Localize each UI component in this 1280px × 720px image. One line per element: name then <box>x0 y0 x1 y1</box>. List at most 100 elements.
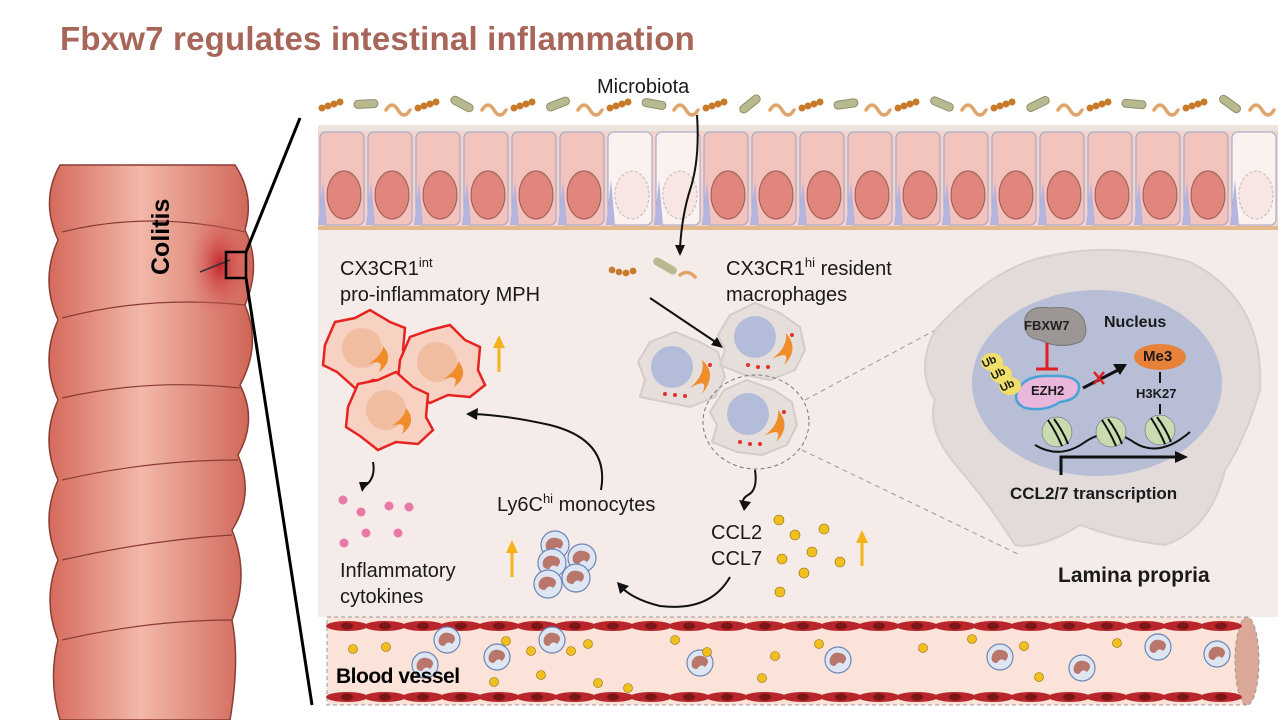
chemokine-dot <box>818 523 830 535</box>
chemokine-dot <box>536 670 546 680</box>
coccus-bacterium <box>510 104 518 112</box>
cell-nucleus <box>1046 170 1082 220</box>
chemokine-dot <box>1112 638 1122 648</box>
h3k27-label: H3K27 <box>1136 386 1177 401</box>
ezh2-label: EZH2 <box>1031 383 1065 398</box>
chemokines-label: CCL2 CCL7 <box>711 522 763 570</box>
cytokine-dots <box>338 495 414 548</box>
chemokine-dot <box>1034 672 1044 682</box>
rod-bacterium <box>450 95 474 113</box>
colon-illustration <box>48 164 255 720</box>
spiral-bacterium <box>1056 103 1084 117</box>
chemokine-dot <box>702 647 712 657</box>
microbiota-arrow <box>679 114 699 249</box>
chemokine-dot <box>670 635 680 645</box>
chemokine-dot <box>773 514 785 526</box>
cell-nucleus <box>758 170 794 220</box>
rod-bacterium <box>1026 95 1050 113</box>
chemokine-dot <box>489 677 499 687</box>
cell-nucleus <box>998 170 1034 220</box>
spiral-bacterium <box>864 103 892 117</box>
chemokine-dot <box>774 586 786 598</box>
coccus-bacterium <box>990 104 998 112</box>
ezh2-protein <box>1014 374 1081 411</box>
coccus-bacterium <box>318 104 326 112</box>
chemokine-dot <box>593 678 603 688</box>
chemokine-dot <box>918 643 928 653</box>
me3-mark <box>1134 344 1186 370</box>
up-arrow-pro-inflammatory <box>493 335 505 372</box>
colitis-label: Colitis <box>147 198 175 275</box>
transcription-label: CCL2/7 transcription <box>1010 484 1178 503</box>
cell-nucleus <box>902 170 938 220</box>
cell-nucleus <box>710 170 746 220</box>
epithelium-layer <box>318 125 1278 230</box>
spiral-bacterium <box>480 103 508 117</box>
chemokine-dot <box>381 642 391 652</box>
translocated-bacteria <box>608 257 697 279</box>
chemokine-dot <box>770 651 780 661</box>
cell-nucleus <box>614 170 650 220</box>
blood-vessel-label: Blood vessel <box>336 665 460 688</box>
coccus-bacterium <box>1086 104 1094 112</box>
pro-inflammatory-mph-label: CX3CR1int pro-inflammatory MPH <box>340 255 541 306</box>
microbiota-layer <box>318 94 1276 117</box>
rod-bacterium <box>739 94 761 114</box>
ubiquitin-chain <box>981 353 1021 395</box>
chemokine-dot <box>814 639 824 649</box>
cell-nucleus <box>374 170 410 220</box>
coccus-bacterium <box>894 104 902 112</box>
cell-nucleus <box>1238 170 1274 220</box>
coccus-bacterium <box>1182 104 1190 112</box>
chemokine-dot <box>501 636 511 646</box>
spiral-bacterium <box>384 103 412 117</box>
rod-bacterium <box>930 96 954 112</box>
rod-bacterium <box>1219 94 1241 114</box>
transcription-arrow <box>1059 455 1178 475</box>
microbiota-label: Microbiota <box>597 76 690 98</box>
cell-nucleus <box>662 170 698 220</box>
inflammatory-cytokines-label: Inflammatory cytokines <box>340 560 456 608</box>
me3-label: Me3 <box>1143 348 1173 365</box>
chemokine-dot <box>789 529 801 541</box>
nucleosomes <box>1041 414 1176 448</box>
cell-nucleus <box>326 170 362 220</box>
cell-nucleus <box>470 170 506 220</box>
figure-title: Fbxw7 regulates intestinal inflammation <box>60 20 695 57</box>
cell-nucleus <box>518 170 554 220</box>
chemokine-dot <box>583 639 593 649</box>
up-arrow-monocytes <box>506 540 518 577</box>
ly6c-monocytes-cluster <box>533 530 597 599</box>
chemokine-dot <box>798 567 810 579</box>
chemokine-dot <box>967 634 977 644</box>
zoom-line-bottom <box>244 277 314 706</box>
resident-macrophages <box>636 301 810 470</box>
cell-nucleus <box>806 170 842 220</box>
fbxw7-label: FBXW7 <box>1024 318 1070 333</box>
rod-bacterium <box>641 98 667 110</box>
blood-vessel <box>326 616 1260 706</box>
chemokine-dots <box>773 514 846 598</box>
chemokine-dot <box>806 546 818 558</box>
cell-nucleus <box>566 170 602 220</box>
coccus-bacterium <box>798 104 806 112</box>
nucleus-panel <box>924 248 1262 547</box>
coccus-bacterium <box>414 104 422 112</box>
coccus-bacterium <box>606 104 614 112</box>
spiral-bacterium <box>768 103 796 117</box>
chemokine-dot <box>776 553 788 565</box>
up-arrow-chemokines <box>856 530 868 566</box>
chemokine-dot <box>757 673 767 683</box>
chemokine-dot <box>623 683 633 693</box>
rod-bacterium <box>1121 98 1147 110</box>
zoom-line-top <box>244 117 302 253</box>
spiral-bacterium <box>1248 103 1276 117</box>
spiral-bacterium <box>576 103 604 117</box>
chemokine-dot <box>1019 641 1029 651</box>
cell-nucleus <box>1142 170 1178 220</box>
chemokine-dot <box>834 556 846 568</box>
rod-bacterium <box>546 96 570 112</box>
chemokine-dot <box>566 646 576 656</box>
chemokine-dot <box>348 644 358 654</box>
blocked-mark <box>1093 371 1105 385</box>
